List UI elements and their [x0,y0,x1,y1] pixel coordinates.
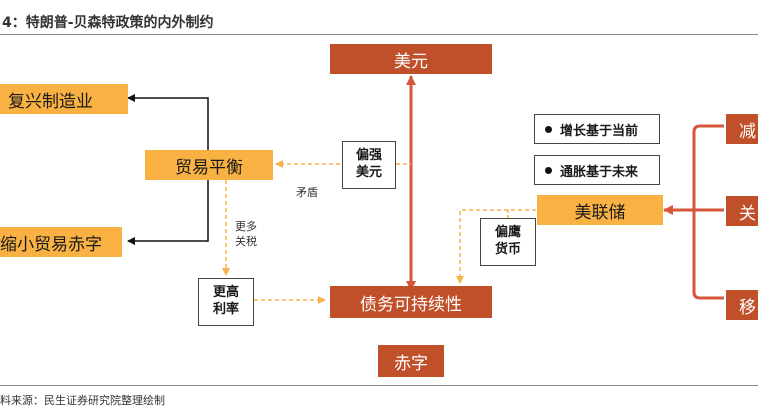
figure-title: 4：特朗普-贝森特政策的内外制约 [2,15,214,31]
right-item-1: 减 [726,114,758,144]
higher-rates-line2: 利率 [212,302,239,317]
inflation-basis-text: 通胀基于未来 [560,164,639,180]
arrow-to-shrink-deficit [127,180,209,245]
inflation-basis-box: 通胀基于未来 [534,155,660,185]
higher-rates-box: 更高 利率 [198,278,254,326]
strong-usd-line2: 美元 [355,165,382,180]
higher-rates-line1: 更高 [212,285,239,301]
growth-basis-box: 增长基于当前 [534,114,660,144]
strong-usd-box: 偏强 美元 [342,141,396,189]
more-tariffs-line1: 更多 [235,220,257,233]
strong-usd-line1: 偏强 [355,148,382,164]
bullet-icon [545,125,552,133]
right-item-3: 移 [726,290,758,320]
more-tariffs-note: 更多 关税 [235,220,257,250]
arrow-to-revive-mfg [127,94,209,150]
bullet-icon [545,166,552,174]
shrink-deficit-box: 缩小贸易赤字 [0,227,122,257]
more-tariffs-line2: 关税 [235,234,257,248]
fed-box: 美联储 [537,195,663,225]
revive-mfg-box: 复兴制造业 [0,84,128,114]
contradiction-note: 矛盾 [296,186,318,199]
hawkish-policy-box: 偏鹰 货币 [480,218,536,266]
debt-sustainability-box: 债务可持续性 [330,286,492,318]
bottom-divider [0,385,758,386]
source-note: 料来源：民生证券研究院整理绘制 [0,394,165,407]
top-divider [0,34,758,35]
growth-basis-text: 增长基于当前 [560,123,639,139]
hawkish-line2: 货币 [494,242,521,257]
usd-box: 美元 [330,44,492,74]
trade-balance-box: 贸易平衡 [145,150,273,180]
right-item-2: 关 [726,196,758,226]
hawkish-line1: 偏鹰 [494,225,521,241]
right-bracket [692,124,724,300]
deficit-box: 赤字 [378,345,444,377]
